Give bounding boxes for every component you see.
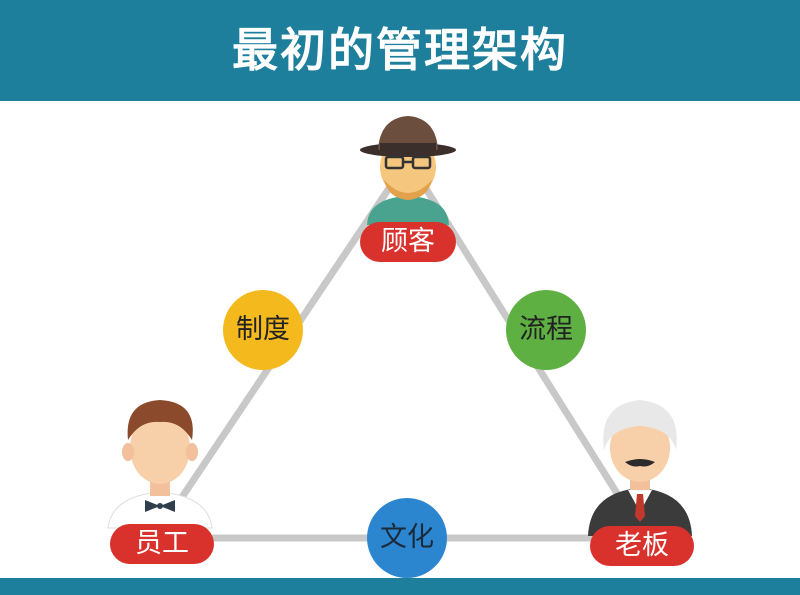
header-bar: 最初的管理架构	[0, 0, 800, 101]
boss-avatar	[588, 400, 692, 536]
employee-label: 员工	[135, 528, 189, 559]
boss-tag-bg	[590, 526, 694, 566]
process-circle	[506, 290, 586, 370]
system-label: 制度	[236, 314, 290, 345]
employee-avatar	[107, 400, 213, 529]
footer-bar	[0, 578, 800, 595]
page-title: 最初的管理架构	[232, 23, 568, 77]
system-circle	[223, 290, 303, 370]
customer-tag-bg	[360, 222, 456, 262]
process-label: 流程	[519, 314, 573, 345]
culture-circle	[367, 498, 447, 578]
culture-label: 文化	[380, 522, 434, 553]
customer-label: 顾客	[381, 226, 435, 257]
customer-avatar	[360, 116, 456, 225]
boss-label: 老板	[615, 530, 669, 561]
employee-tag-bg	[110, 524, 214, 564]
